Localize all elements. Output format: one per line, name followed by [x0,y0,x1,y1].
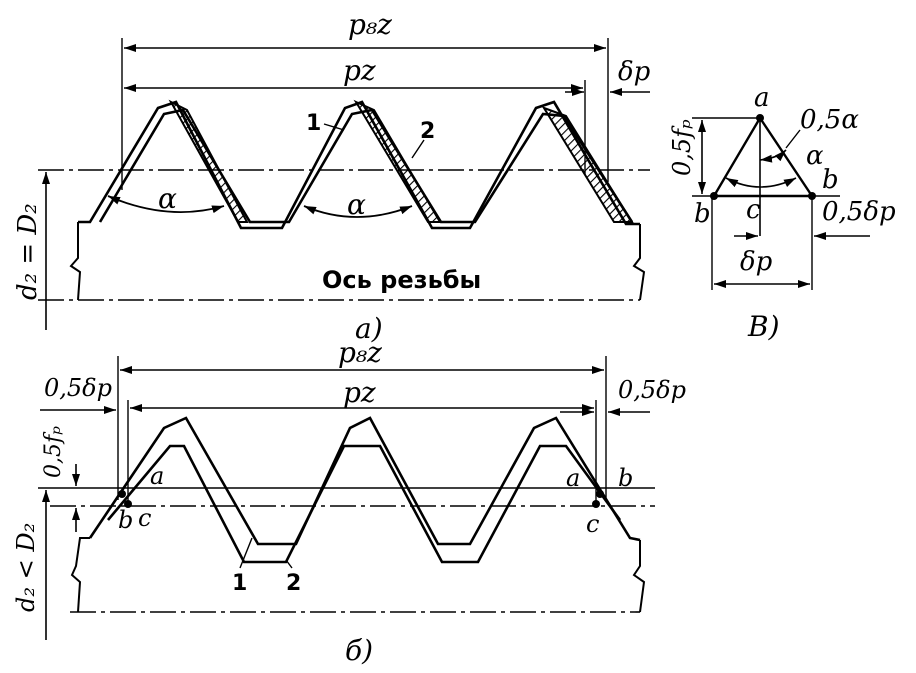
label-pz-a: pz [343,54,376,87]
break-right-a [632,224,646,301]
label-mark-1-b: 1 [232,571,247,596]
thread-profile-2-a [98,108,634,224]
point-b-right [596,490,604,498]
thread-profile-1-b [88,416,641,546]
label-axis-text: Ось резьбы [322,266,481,294]
angle-arc-1-a [107,195,225,214]
label-mark-2-a: 2 [420,119,435,144]
angle-arc-2-a [303,205,413,218]
thread-profile-2-b [107,444,622,564]
label-b-a-right: a [566,464,580,492]
panel-v: a 0,5α α 0,5fₚ b c b 0,5δp δp В) [668,83,896,343]
label-caption-v: В) [747,310,780,343]
label-b-c-right: c [586,510,599,538]
label-v-half-dp: 0,5δp [822,197,896,227]
panel-b: p₈z pz 0,5δp 0,5δp 0,5fₚ d₂ < D₂ a b c a… [12,336,686,667]
label-v-b-left: b [694,199,711,229]
error-triangle [711,115,815,198]
label-d2-lt: d₂ < D₂ [12,523,40,612]
label-v-half-alpha: 0,5α [800,105,859,135]
label-b-b-right: b [618,464,633,492]
label-mark-1-a: 1 [306,111,321,136]
label-pz-b: pz [343,376,376,409]
leader-2-b [285,559,293,569]
label-v-alpha: α [806,141,824,171]
label-mark-2-b: 2 [286,571,301,596]
panel-a: p₈z pz δp α α 1 2 Ось резьбы d₂ = D₂ а) [13,8,651,345]
break-left-b [70,537,90,613]
leader-1-a [323,123,345,131]
label-half-dp-left: 0,5δp [44,374,112,402]
leader-half-alpha-v [785,129,801,149]
leader-2-a [411,139,425,159]
label-half-fp-b: 0,5fₚ [41,426,66,478]
label-b-b-left: b [118,506,133,534]
label-alpha-1: α [158,182,177,215]
hatched-regions-a [168,99,634,223]
angle-arc-half-alpha-v [759,149,787,163]
point-b-left [118,490,126,498]
label-v-b-right: b [822,165,839,195]
angle-arc-alpha-v [725,177,797,188]
label-b-c-left: c [138,504,151,532]
label-pbz-top: p₈z [348,8,392,41]
label-half-dp-right: 0,5δp [618,376,686,404]
label-b-a-left: a [150,462,164,490]
label-v-half-fp: 0,5fₚ [668,119,696,176]
thread-profile-1-a [78,100,640,230]
label-v-dp: δp [740,247,773,277]
label-v-a: a [754,83,770,113]
label-dp-a: δp [618,57,651,87]
label-caption-a: а) [355,312,383,345]
label-caption-b: б) [345,634,373,667]
break-left-a [69,222,82,301]
label-d2-eq: d₂ = D₂ [13,203,43,300]
label-v-c: c [746,195,761,225]
break-right-b [632,540,646,613]
label-alpha-2: α [347,188,366,221]
label-pbz-bottom: p₈z [338,336,382,369]
leader-1-b [239,537,253,569]
